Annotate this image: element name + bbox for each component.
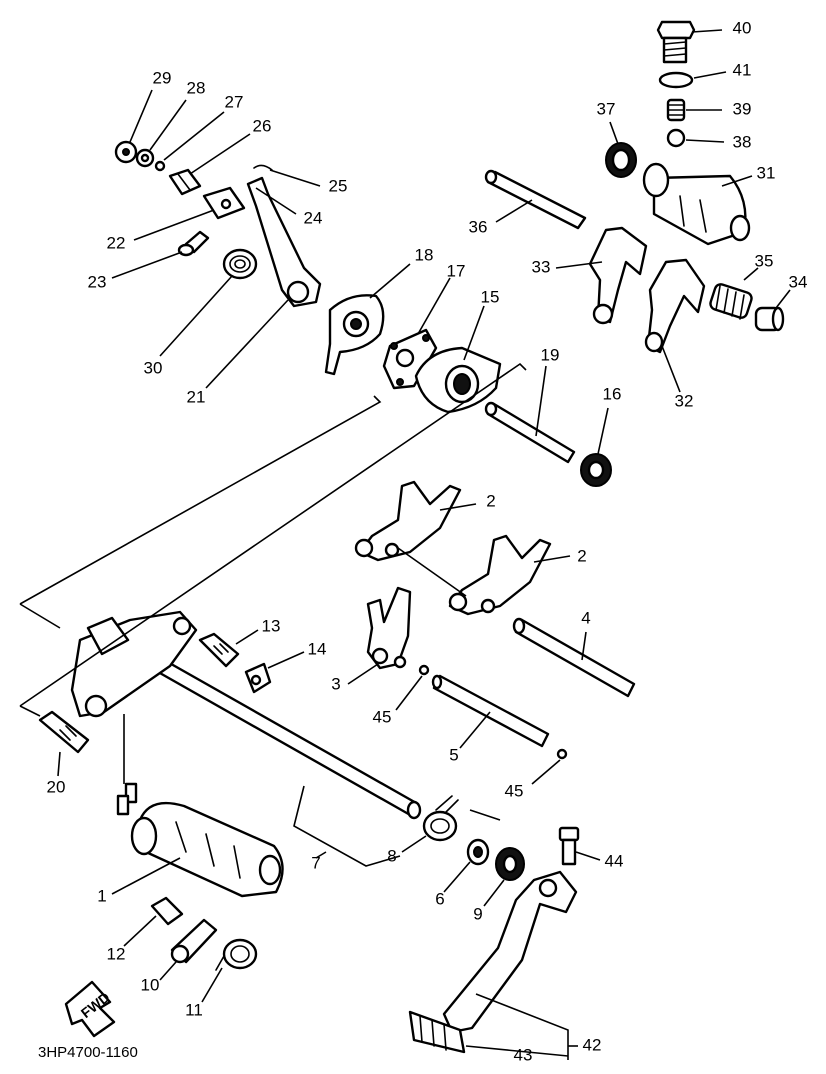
callout-31: 31	[757, 163, 776, 182]
part-1-shift-drum	[116, 782, 284, 898]
part-7-shift-shaft	[70, 610, 422, 820]
callout-leaders	[57, 29, 791, 1060]
part-45-ring-upper	[418, 664, 430, 676]
figure-reference-code: 3HP4700-1160	[38, 1044, 138, 1061]
callout-36: 36	[469, 217, 488, 236]
part-42-shift-pedal	[442, 870, 578, 1034]
part-12-bolt	[150, 896, 184, 926]
part-19-rod	[484, 401, 576, 464]
callout-34: 34	[789, 272, 808, 291]
part-18-stopper-plate	[324, 294, 385, 376]
part-15-segment	[414, 346, 502, 414]
callout-10: 10	[141, 975, 160, 994]
callout-28: 28	[187, 78, 206, 97]
callout-8: 8	[387, 846, 396, 865]
callout-1: 1	[97, 886, 106, 905]
callout-15: 15	[481, 287, 500, 306]
callout-44: 44	[605, 851, 624, 870]
part-39-spring	[666, 98, 686, 122]
part-8-spring	[422, 795, 459, 842]
part-35-spring	[709, 283, 753, 320]
callout-43: 43	[514, 1045, 533, 1064]
callout-21: 21	[187, 387, 206, 406]
part-23-pin	[177, 230, 210, 257]
callout-16: 16	[603, 384, 622, 403]
part-4-rod	[512, 617, 636, 698]
callout-17: 17	[447, 261, 466, 280]
part-16-bearing	[580, 453, 612, 487]
callout-25: 25	[329, 176, 348, 195]
callout-12: 12	[107, 944, 126, 963]
part-32-shift-fork	[644, 258, 706, 354]
callout-24: 24	[304, 208, 323, 227]
part-45-ring-lower	[556, 748, 568, 760]
callout-14: 14	[308, 639, 327, 658]
part-43-pedal-rubber	[408, 1010, 466, 1054]
callout-45a: 45	[373, 707, 392, 726]
part-31-drum-segment	[642, 162, 751, 246]
callout-5: 5	[449, 745, 458, 764]
part-13-bolt	[198, 632, 240, 668]
part-27-ring	[154, 160, 166, 172]
part-5-rod	[431, 674, 550, 748]
part-2-shift-fork-lower	[448, 534, 552, 616]
callout-13: 13	[262, 616, 281, 635]
callout-7: 7	[311, 853, 320, 872]
callout-40: 40	[733, 18, 752, 37]
callout-20: 20	[47, 777, 66, 796]
part-2-shift-fork-upper	[354, 480, 462, 562]
part-11-spring	[215, 938, 258, 971]
part-30-spring	[222, 248, 258, 280]
callout-2b: 2	[577, 546, 586, 565]
callout-29: 29	[153, 68, 172, 87]
part-26-bolt	[168, 168, 202, 196]
callout-22: 22	[107, 233, 126, 252]
callout-27: 27	[225, 92, 244, 111]
callout-37: 37	[597, 99, 616, 118]
part-17-plate	[382, 328, 438, 390]
callout-32: 32	[675, 391, 694, 410]
callout-6: 6	[435, 889, 444, 908]
part-10-lever	[170, 918, 218, 964]
part-41-washer	[658, 71, 694, 89]
callout-26: 26	[253, 116, 272, 135]
part-14-stopper	[244, 662, 272, 694]
part-25-clip	[253, 164, 273, 171]
part-29-nut	[114, 140, 138, 164]
part-36-rod	[484, 169, 587, 230]
part-3-shift-fork	[366, 586, 412, 670]
callout-9: 9	[473, 904, 482, 923]
callout-19: 19	[541, 345, 560, 364]
callout-4: 4	[581, 608, 590, 627]
part-33-shift-fork	[588, 226, 648, 325]
part-20-bolt	[38, 710, 90, 754]
callout-18: 18	[415, 245, 434, 264]
callout-23: 23	[88, 272, 107, 291]
callout-30: 30	[144, 358, 163, 377]
part-37-bearing	[605, 142, 637, 178]
part-40-bolt	[656, 20, 696, 64]
callout-35: 35	[755, 251, 774, 270]
part-22-joint	[202, 186, 246, 220]
part-6-washer	[466, 838, 490, 866]
part-21-shift-arm	[246, 176, 322, 308]
callout-11: 11	[185, 1000, 203, 1019]
part-28-washer	[135, 148, 155, 168]
callout-39: 39	[733, 99, 752, 118]
fwd-arrow-icon: FWD	[64, 980, 116, 1038]
callout-33: 33	[532, 257, 551, 276]
assembly-reference-lines	[19, 362, 527, 821]
callout-2a: 2	[486, 491, 495, 510]
part-44-bolt	[558, 826, 580, 866]
callout-labels: 40 41 37 39 38 31 29 28 27 26 25 24 22 2…	[47, 18, 808, 1064]
callout-38: 38	[733, 132, 752, 151]
callout-41: 41	[733, 60, 752, 79]
callout-45b: 45	[505, 781, 524, 800]
callout-3: 3	[331, 674, 340, 693]
callout-42: 42	[583, 1035, 602, 1054]
part-9-collar	[495, 847, 525, 881]
part-34-cap	[754, 306, 785, 332]
part-38-ball	[666, 128, 686, 148]
